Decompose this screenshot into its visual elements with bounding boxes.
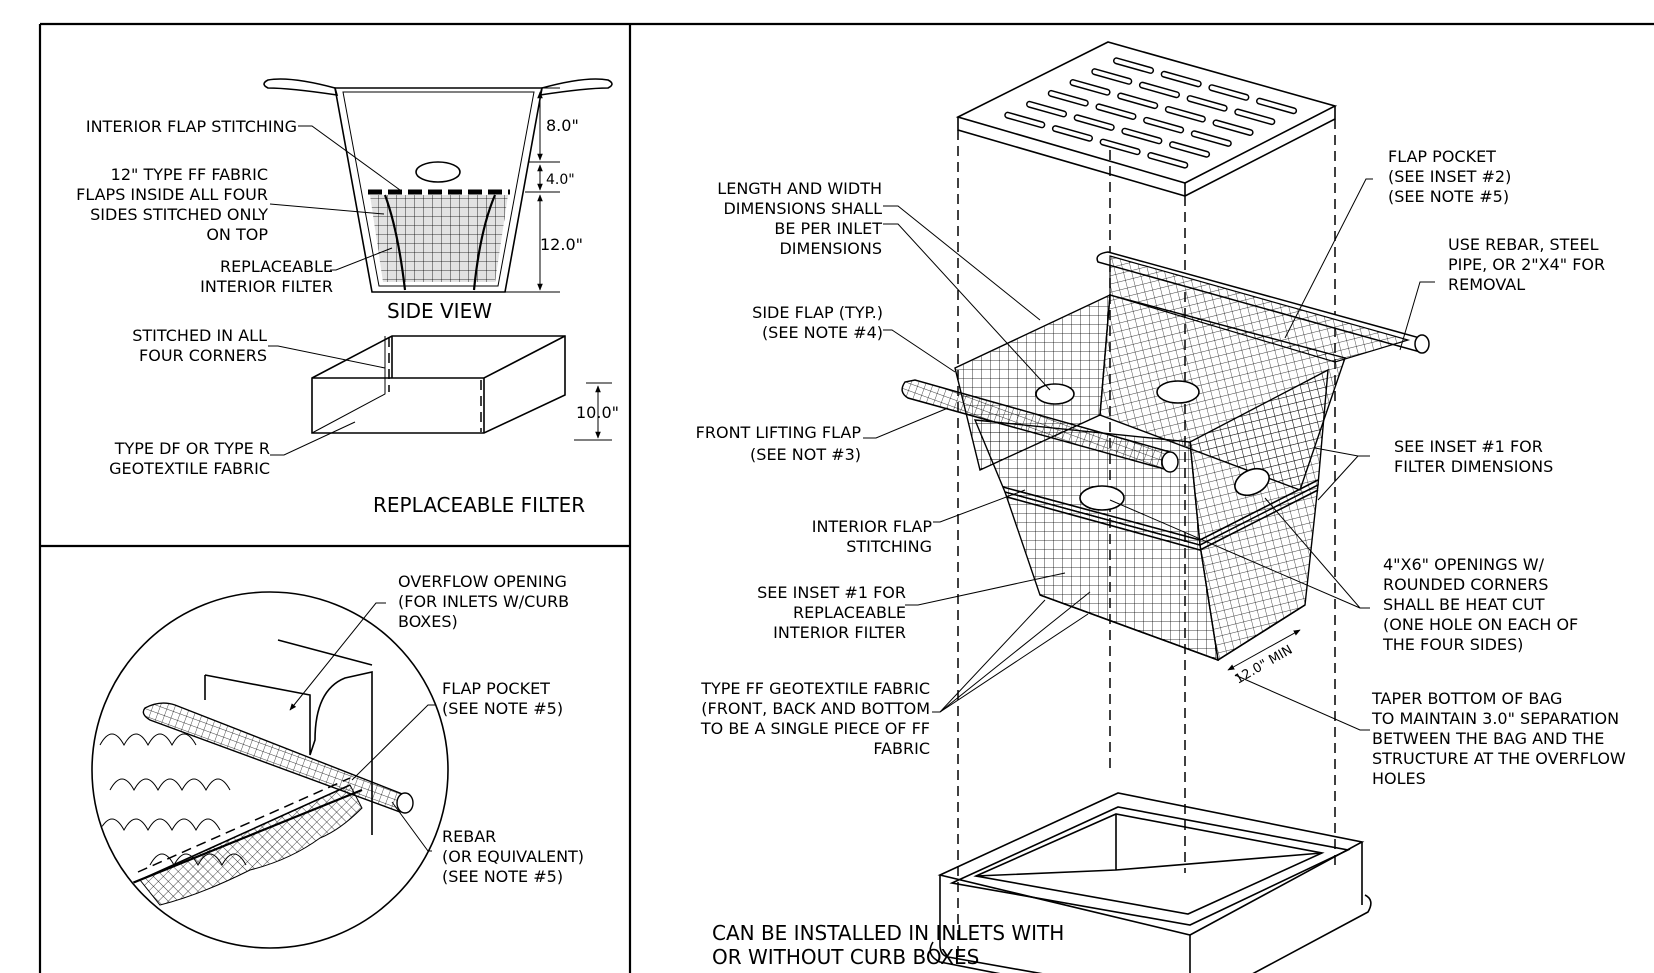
taper-line-4: STRUCTURE AT THE OVERFLOW: [1372, 749, 1626, 768]
inset-rebar-line-1: REBAR: [442, 827, 496, 846]
grate-slot-inner: [1140, 83, 1179, 97]
grate-slot-inner: [1162, 72, 1201, 86]
lw-line-4: DIMENSIONS: [779, 239, 882, 258]
dim-min: 12.0" MIN: [1233, 643, 1296, 688]
rebar-line-3: REMOVAL: [1448, 275, 1525, 294]
taper-line-1: TAPER BOTTOM OF BAG: [1371, 689, 1562, 708]
grate-slot-inner: [1209, 85, 1248, 100]
inset-detail-drawing: [91, 591, 449, 949]
type-ff-line-1: TYPE FF GEOTEXTILE FABRIC: [700, 679, 930, 698]
grate-slots: [1004, 57, 1298, 169]
replaceable-filter-drawing: [268, 335, 612, 456]
panel-frames: [38, 22, 1654, 973]
grate-slot-inner: [1235, 110, 1274, 124]
main-view-drawing: [901, 41, 1430, 973]
side-view-leaders: [269, 125, 401, 271]
callout-interior-flap-stitching: INTERIOR FLAP STITCHING: [86, 117, 297, 136]
grate-slot-inner: [1188, 96, 1227, 111]
callout-replaceable-line-1: REPLACEABLE: [220, 257, 333, 276]
side-view-dim-bottom: 12.0": [540, 235, 583, 254]
inset-flap-pocket-line-2: (SEE NOTE #5): [442, 699, 563, 718]
rebar-line-1: USE REBAR, STEEL: [1448, 235, 1599, 254]
taper-line-2: TO MAINTAIN 3.0" SEPARATION: [1371, 709, 1619, 728]
side-view-dim-top: 8.0": [546, 116, 579, 135]
flap-pocket-line-1: FLAP POCKET: [1388, 147, 1496, 166]
inset-rebar-line-2: (OR EQUIVALENT): [442, 847, 584, 866]
front-flap-line-1: FRONT LIFTING FLAP: [696, 423, 862, 442]
openings-line-4: (ONE HOLE ON EACH OF: [1383, 615, 1578, 634]
replaceable-filter-title: REPLACEABLE FILTER: [373, 493, 585, 517]
callout-replaceable-line-2: INTERIOR FILTER: [200, 277, 333, 296]
type-ff-line-3: TO BE A SINGLE PIECE OF FF: [700, 719, 930, 738]
side-flap-line-2: (SEE NOTE #4): [762, 323, 883, 342]
callout-fabric-line-2: GEOTEXTILE FABRIC: [109, 459, 270, 478]
grate-slot-inner: [1122, 129, 1161, 143]
grate-slot-inner: [1214, 120, 1253, 135]
install-note-line-2: OR WITHOUT CURB BOXES: [712, 945, 979, 969]
grate-slot-inner: [1049, 91, 1088, 106]
grate-slot-inner: [1148, 153, 1187, 168]
grate-slot-inner: [1144, 118, 1183, 132]
see-inset-filter-line-1: SEE INSET #1 FOR: [757, 583, 906, 602]
filter-dim-height: 10.0": [576, 403, 619, 422]
grate-slot-inner: [1192, 131, 1231, 146]
grate-slot-inner: [1166, 107, 1205, 122]
side-view-drawing: [263, 78, 613, 293]
inset-overflow-line-1: OVERFLOW OPENING: [398, 572, 567, 591]
callout-flaps-line-4: ON TOP: [206, 225, 268, 244]
openings-line-5: THE FOUR SIDES): [1382, 635, 1523, 654]
see-inset-filter-line-2: REPLACEABLE: [793, 603, 906, 622]
openings-line-2: ROUNDED CORNERS: [1383, 575, 1548, 594]
inset-flap-pocket-line-1: FLAP POCKET: [442, 679, 550, 698]
grate-slot-inner: [1005, 113, 1044, 127]
interior-stitching-line-2: STITCHING: [846, 537, 932, 556]
interior-stitching-line-1: INTERIOR FLAP: [812, 517, 933, 536]
grate-slot-inner: [1101, 140, 1140, 154]
side-view-dim-mid: 4.0": [546, 172, 575, 188]
callout-fabric-line-1: TYPE DF OR TYPE R: [114, 439, 270, 458]
flap-pocket-line-3: (SEE NOTE #5): [1388, 187, 1509, 206]
lw-line-3: BE PER INLET: [774, 219, 882, 238]
taper-line-3: BETWEEN THE BAG AND THE: [1372, 729, 1604, 748]
inset-rebar-line-3: (SEE NOTE #5): [442, 867, 563, 886]
grate-slot-inner: [1170, 142, 1209, 157]
type-ff-line-2: (FRONT, BACK AND BOTTOM: [701, 699, 930, 718]
callout-flaps-line-1: 12" TYPE FF FABRIC: [111, 165, 268, 184]
front-flap-line-2: (SEE NOT #3): [750, 445, 861, 464]
install-note-line-1: CAN BE INSTALLED IN INLETS WITH: [712, 921, 1064, 945]
callout-flaps-line-3: SIDES STITCHED ONLY: [90, 205, 268, 224]
rebar-line-2: PIPE, OR 2"X4" FOR: [1448, 255, 1605, 274]
grate-slot-inner: [1096, 104, 1135, 119]
grate-slot-inner: [1075, 115, 1114, 130]
callout-stitched-line-1: STITCHED IN ALL: [132, 326, 267, 345]
type-ff-line-4: FABRIC: [873, 739, 930, 758]
inset-overflow-line-2: (FOR INLETS W/CURB: [398, 592, 569, 611]
grate-slot-inner: [1053, 126, 1092, 141]
callout-stitched-line-2: FOUR CORNERS: [139, 346, 267, 365]
grate-slot-inner: [1257, 99, 1296, 113]
flap-pocket-line-2: (SEE INSET #2): [1388, 167, 1511, 186]
grate-slot-inner: [1071, 80, 1110, 95]
side-view-title: SIDE VIEW: [387, 299, 492, 323]
see-inset-dims-line-1: SEE INSET #1 FOR: [1394, 437, 1543, 456]
grate-slot-inner: [1118, 94, 1157, 108]
grate-slot-inner: [1092, 69, 1131, 84]
openings-line-1: 4"X6" OPENINGS W/: [1383, 555, 1545, 574]
side-flap-line-1: SIDE FLAP (TYP.): [752, 303, 883, 322]
openings-line-3: SHALL BE HEAT CUT: [1383, 595, 1545, 614]
grate-slot-inner: [1114, 58, 1153, 73]
see-inset-filter-line-3: INTERIOR FILTER: [773, 623, 906, 642]
grate-slot-inner: [1027, 102, 1066, 116]
callout-flaps-line-2: FLAPS INSIDE ALL FOUR: [76, 185, 268, 204]
taper-line-5: HOLES: [1372, 769, 1426, 788]
lw-line-1: LENGTH AND WIDTH: [717, 179, 882, 198]
main-view-leaders: [863, 178, 1435, 731]
inset-overflow-line-3: BOXES): [398, 612, 458, 631]
lw-line-2: DIMENSIONS SHALL: [723, 199, 882, 218]
see-inset-dims-line-2: FILTER DIMENSIONS: [1394, 457, 1553, 476]
